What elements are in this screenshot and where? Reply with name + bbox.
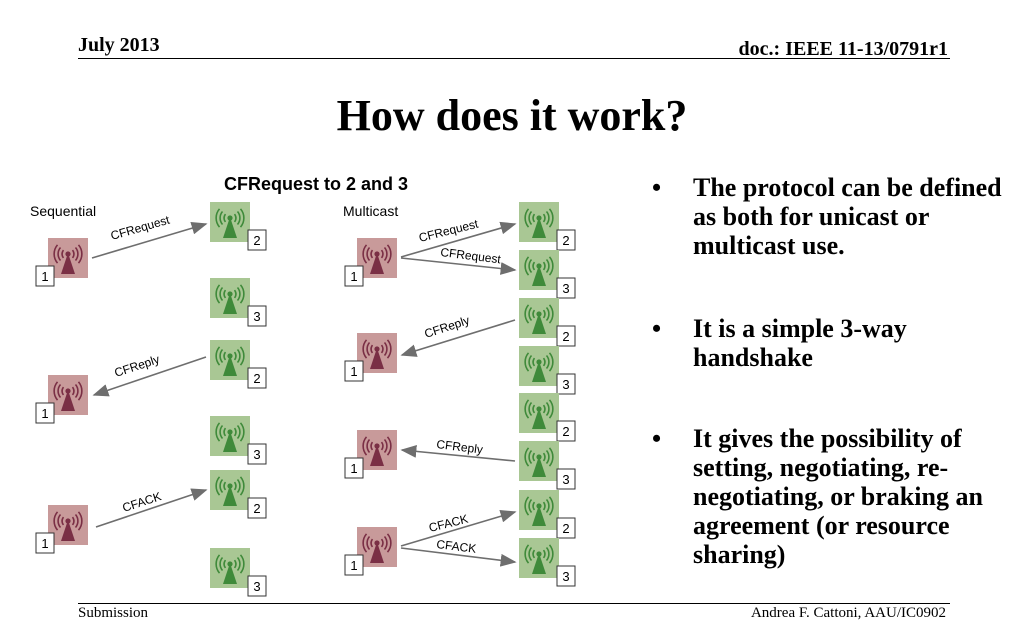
receiver-node-icon: 2 bbox=[519, 298, 576, 347]
node-number: 2 bbox=[562, 233, 569, 248]
node-number: 2 bbox=[253, 501, 260, 516]
sender-node-icon: 1 bbox=[35, 238, 88, 287]
bullet-marker: • bbox=[652, 424, 662, 453]
node-number: 3 bbox=[253, 309, 260, 324]
node-number: 3 bbox=[253, 447, 260, 462]
node-number: 3 bbox=[562, 569, 569, 584]
message-arrow bbox=[92, 356, 207, 397]
receiver-node-icon: 2 bbox=[519, 490, 576, 539]
arrow-label: CFReply bbox=[436, 437, 484, 457]
receiver-node-icon: 3 bbox=[210, 548, 267, 597]
node-number: 1 bbox=[350, 269, 357, 284]
slide-title: How does it work? bbox=[336, 91, 688, 140]
header-date: July 2013 bbox=[78, 34, 160, 56]
node-number: 2 bbox=[562, 329, 569, 344]
message-arrow bbox=[400, 445, 516, 462]
sender-node-icon: 1 bbox=[344, 333, 397, 382]
receiver-node-icon: 2 bbox=[210, 470, 267, 519]
receiver-node-icon: 3 bbox=[210, 416, 267, 465]
header-doc-id: doc.: IEEE 11-13/0791r1 bbox=[738, 38, 948, 60]
receiver-node-icon: 2 bbox=[519, 393, 576, 442]
header-rule bbox=[78, 58, 950, 59]
message-arrow bbox=[400, 547, 517, 567]
node-number: 2 bbox=[253, 371, 260, 386]
node-number: 2 bbox=[253, 233, 260, 248]
node-number: 1 bbox=[350, 461, 357, 476]
arrow-label: CFReply bbox=[423, 313, 472, 341]
node-number: 3 bbox=[562, 377, 569, 392]
node-number: 1 bbox=[41, 406, 48, 421]
message-arrow bbox=[95, 488, 208, 528]
sender-node-icon: 1 bbox=[344, 527, 397, 576]
sender-node-icon: 1 bbox=[35, 505, 88, 554]
message-arrow bbox=[400, 509, 517, 547]
bullet-marker: • bbox=[652, 314, 662, 343]
receiver-node-icon: 3 bbox=[519, 538, 576, 587]
node-number: 2 bbox=[562, 424, 569, 439]
node-number: 1 bbox=[41, 536, 48, 551]
arrow-label: CFRequest bbox=[109, 213, 172, 243]
receiver-node-icon: 3 bbox=[210, 278, 267, 327]
node-number: 3 bbox=[562, 472, 569, 487]
receiver-node-icon: 3 bbox=[519, 441, 576, 490]
node-number: 1 bbox=[350, 558, 357, 573]
footer-rule bbox=[78, 603, 950, 604]
bullet-text: The protocol can be defined as both for … bbox=[693, 173, 1002, 260]
arrow-label: CFReply bbox=[113, 352, 162, 380]
message-arrow bbox=[400, 221, 517, 258]
receiver-node-icon: 3 bbox=[519, 346, 576, 395]
node-number: 3 bbox=[562, 281, 569, 296]
multicast-label: Multicast bbox=[343, 203, 398, 219]
footer-author: Andrea F. Cattoni, AAU/IC0902 bbox=[750, 605, 946, 621]
node-number: 2 bbox=[562, 521, 569, 536]
receiver-node-icon: 2 bbox=[210, 202, 267, 251]
receiver-node-icon: 3 bbox=[519, 250, 576, 299]
message-arrow bbox=[400, 319, 516, 357]
sequential-label: Sequential bbox=[30, 203, 96, 219]
node-number: 1 bbox=[350, 364, 357, 379]
node-number: 1 bbox=[41, 269, 48, 284]
receiver-node-icon: 2 bbox=[210, 340, 267, 389]
receiver-node-icon: 2 bbox=[519, 202, 576, 251]
bullet-marker: • bbox=[652, 173, 662, 202]
bullet-text: It is a simple 3-way handshake bbox=[693, 314, 907, 372]
arrow-label: CFRequest bbox=[417, 216, 480, 244]
node-number: 3 bbox=[253, 579, 260, 594]
sender-node-icon: 1 bbox=[35, 375, 88, 424]
sender-node-icon: 1 bbox=[344, 238, 397, 287]
sender-node-icon: 1 bbox=[344, 430, 397, 479]
message-arrow bbox=[400, 257, 517, 275]
bullet-text: It gives the possibility of setting, neg… bbox=[693, 424, 983, 569]
message-arrow bbox=[91, 221, 208, 259]
diagram-heading: CFRequest to 2 and 3 bbox=[224, 174, 408, 194]
footer-submission: Submission bbox=[78, 605, 149, 621]
arrow-label: CFACK bbox=[436, 537, 477, 556]
